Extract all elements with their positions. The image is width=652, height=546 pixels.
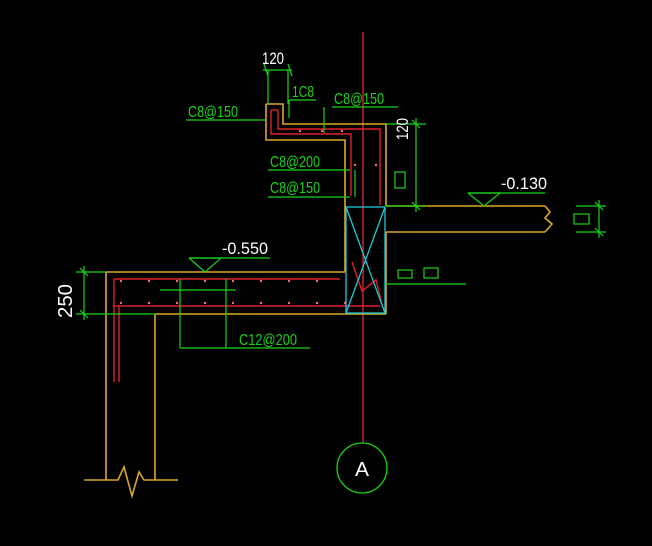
annotation-lines — [76, 63, 606, 349]
rebar-c12-200-label: C12@200 — [239, 332, 297, 349]
rebar-dots — [119, 129, 378, 305]
axis-marker — [336, 442, 388, 494]
elevation-right-label: -0.130 — [501, 174, 547, 193]
dim-250-label: 250 — [55, 284, 77, 318]
elevation-left-label: -0.550 — [222, 239, 268, 258]
rebar-c8-200-label: C8@200 — [270, 154, 320, 171]
axis-a-label: A — [355, 459, 370, 481]
rebar-c8-150-left-label: C8@150 — [188, 104, 238, 121]
rebar-1c8-label: 1C8 — [292, 84, 314, 101]
rebar-c8-150-mid-label: C8@150 — [270, 180, 320, 197]
concrete-outline — [84, 103, 554, 499]
dim-120-top-label: 120 — [262, 49, 284, 68]
rebar-c8-150-right-label: C8@150 — [334, 91, 384, 108]
column-box — [345, 206, 386, 314]
rebar-lines — [113, 109, 383, 382]
dim-120-right-label: 120 — [393, 118, 412, 140]
